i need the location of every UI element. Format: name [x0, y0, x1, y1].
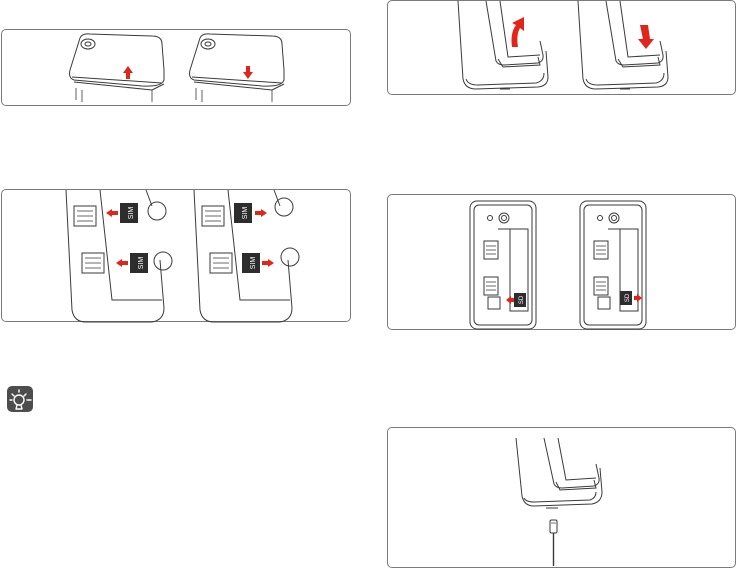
- up-arrow-icon: [123, 66, 133, 79]
- left-arrow-icon: [106, 209, 118, 217]
- sim-card: SIM: [130, 253, 148, 273]
- sim-card: SIM: [242, 253, 260, 273]
- right-arrow-icon: [255, 209, 267, 217]
- sd-label: SD: [625, 293, 631, 302]
- right-arrow-icon: [634, 294, 642, 302]
- down-arrow-icon: [243, 66, 253, 79]
- sd-card: SD: [514, 293, 526, 307]
- figure-charging: [387, 427, 736, 568]
- right-arrow-icon: [262, 259, 274, 267]
- figure-remove-cover: [1, 29, 351, 106]
- sim-label: SIM: [250, 257, 257, 270]
- tip-lightbulb-icon: [7, 386, 33, 412]
- sd-card-illustration: SD SD: [388, 195, 737, 331]
- figure-back-cover-tilt: [387, 0, 736, 95]
- charging-illustration: [388, 428, 737, 569]
- left-arrow-icon: [506, 296, 514, 304]
- figure-sim-cards: SIM SIM SIM SIM: [1, 189, 351, 322]
- sim-card-illustration: SIM SIM SIM SIM: [2, 190, 352, 323]
- back-cover-illustration: [388, 1, 737, 96]
- curved-up-arrow-icon: [512, 17, 525, 47]
- remove-cover-illustration: [2, 30, 352, 107]
- left-arrow-icon: [116, 259, 128, 267]
- sd-card: SD: [620, 291, 632, 305]
- sim-label: SIM: [242, 207, 249, 220]
- sim-card: SIM: [234, 203, 252, 223]
- sim-card: SIM: [120, 203, 138, 223]
- figure-sd-card: SD SD: [387, 194, 736, 330]
- sim-label: SIM: [128, 207, 135, 220]
- down-arrow-icon: [638, 25, 654, 49]
- sd-label: SD: [519, 295, 525, 304]
- sim-label: SIM: [138, 257, 145, 270]
